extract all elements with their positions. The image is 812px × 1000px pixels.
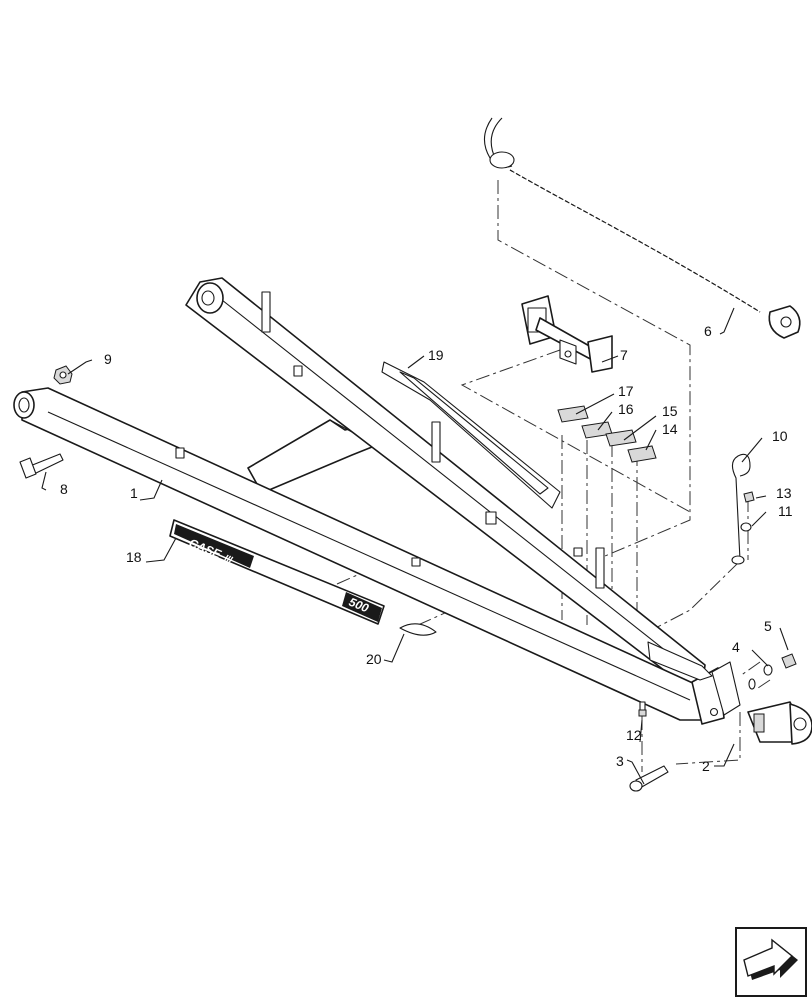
callout-14: 14 — [662, 421, 678, 437]
callout-3: 3 — [616, 753, 624, 769]
nut-9 — [53, 365, 73, 385]
nut-5 — [781, 653, 797, 669]
chain-links — [509, 169, 761, 313]
jack-stand — [521, 295, 613, 373]
callout-20: 20 — [366, 651, 382, 667]
bolt-8 — [19, 453, 64, 479]
hitch-clevis — [747, 701, 812, 745]
washer-4 — [763, 664, 773, 676]
callout-9: 9 — [104, 351, 112, 367]
callout-11: 11 — [778, 503, 793, 519]
washer-front — [748, 678, 756, 690]
callout-7: 7 — [620, 347, 628, 363]
a-frame-tongue — [13, 277, 741, 725]
washer-11 — [740, 522, 752, 532]
callout-18: 18 — [126, 549, 142, 565]
callout-10: 10 — [772, 428, 788, 444]
callout-13: 13 — [776, 485, 792, 501]
nut-13 — [743, 491, 755, 503]
callout-16: 16 — [618, 401, 634, 417]
callout-leaders — [41, 307, 789, 785]
callout-17: 17 — [618, 383, 634, 399]
callout-6: 6 — [704, 323, 712, 339]
callout-15: 15 — [662, 403, 678, 419]
case-ih-decal: CASE III 500 — [169, 519, 385, 625]
callout-19: 19 — [428, 347, 444, 363]
callout-12: 12 — [626, 727, 642, 743]
callout-8: 8 — [60, 481, 68, 497]
warning-decals — [557, 405, 657, 463]
callout-5: 5 — [764, 618, 772, 634]
callout-labels: 1 2 3 4 5 6 7 8 9 10 11 12 13 14 15 16 1… — [60, 323, 793, 774]
callout-2: 2 — [702, 758, 710, 774]
grease-fitting-12 — [638, 701, 647, 717]
manual-tube-20 — [399, 623, 437, 636]
hitch-pin — [731, 453, 751, 565]
bolt-3 — [629, 765, 669, 792]
callout-1: 1 — [130, 485, 138, 501]
safety-chain — [483, 117, 801, 339]
callout-4: 4 — [732, 639, 740, 655]
next-page-arrow-icon[interactable] — [735, 927, 807, 997]
decal-brand-mark: III — [223, 553, 234, 565]
